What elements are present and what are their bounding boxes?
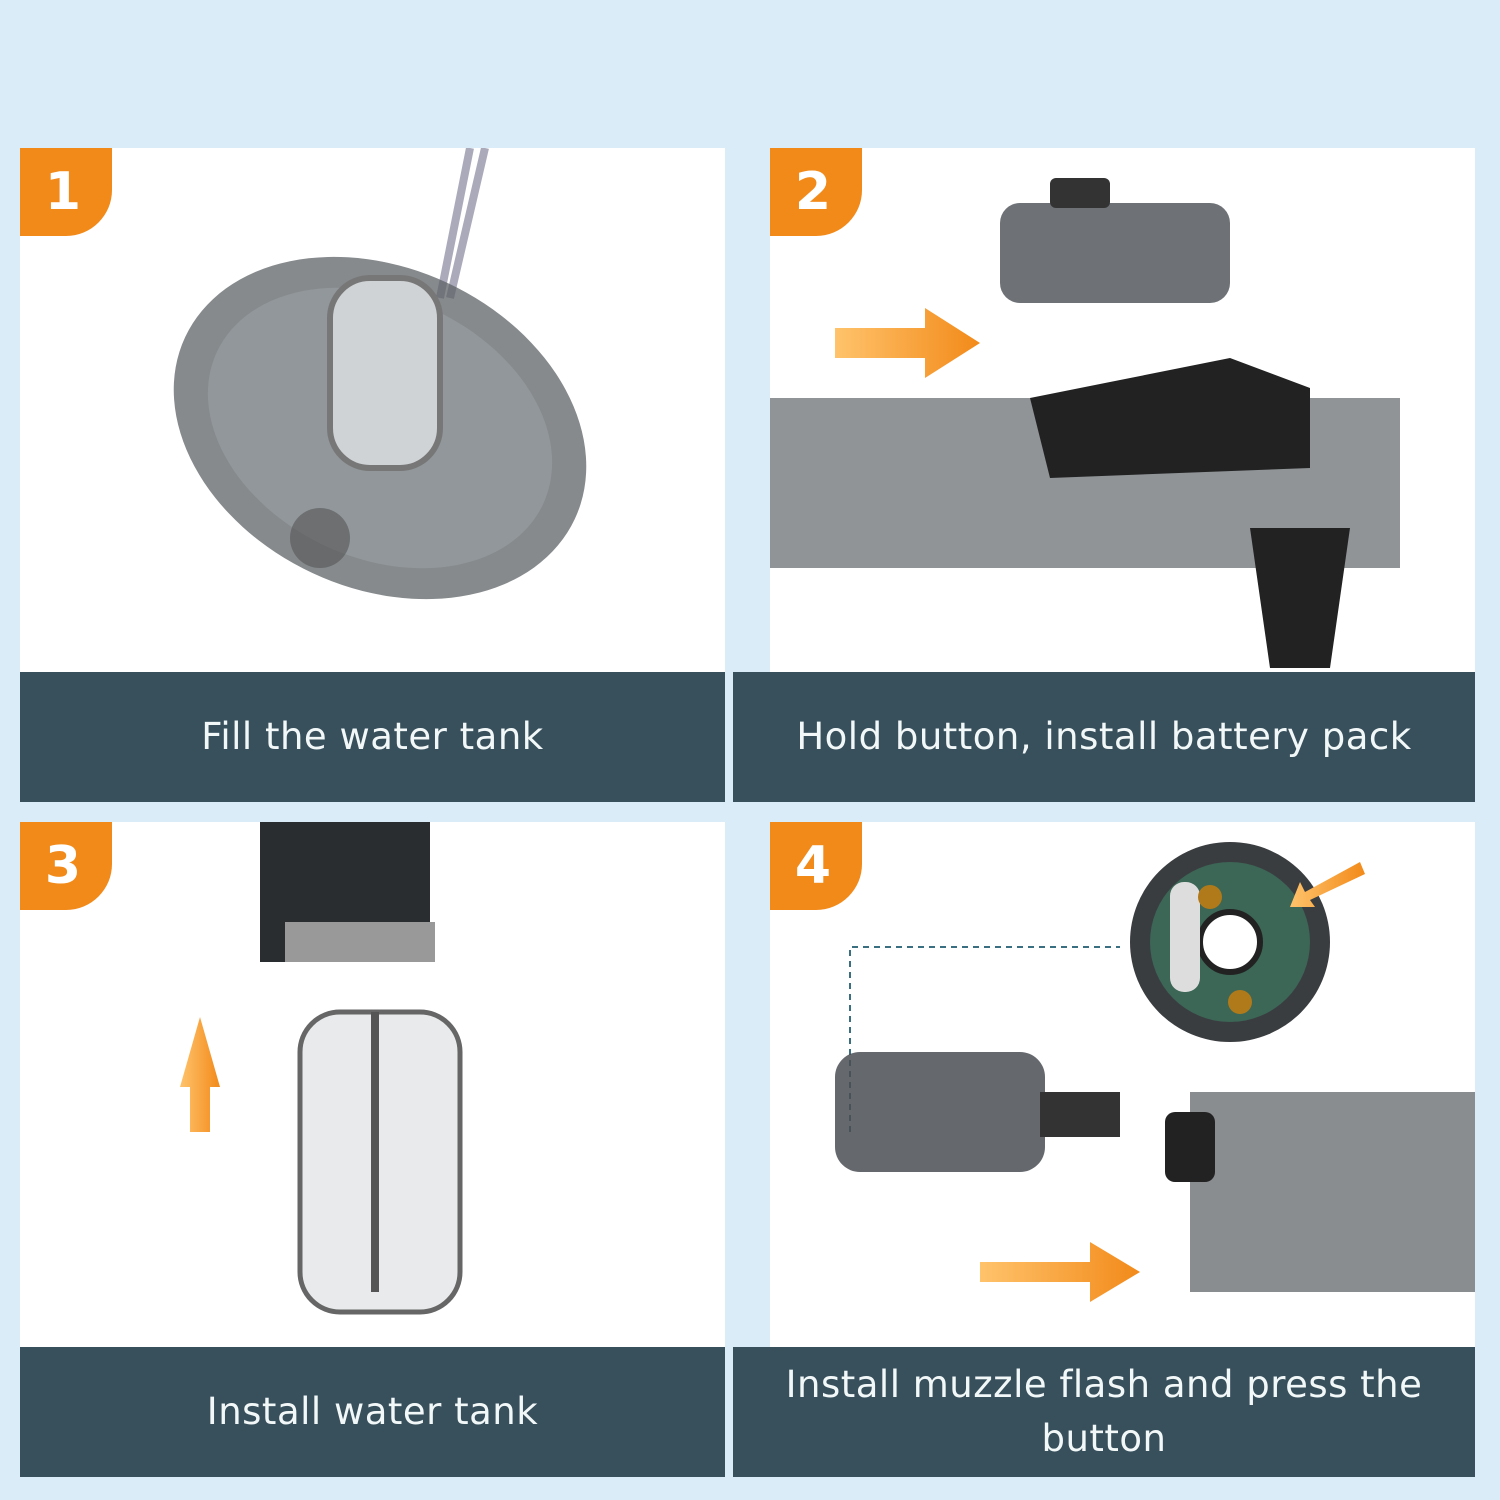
step-3-caption: Install water tank <box>20 1347 725 1477</box>
step-1-caption: Fill the water tank <box>20 672 725 802</box>
step-1-panel: 1 <box>20 148 725 673</box>
muzzle-flash-install-icon <box>835 842 1475 1302</box>
step-number-badge: 2 <box>770 148 862 236</box>
step-4-panel: 4 <box>770 822 1475 1347</box>
step-number-badge: 3 <box>20 822 112 910</box>
step-3-panel: 3 <box>20 822 725 1347</box>
step-4-caption: Install muzzle flash and press the butto… <box>733 1347 1475 1477</box>
gun-scope-battery-icon <box>770 178 1400 668</box>
step-number-badge: 4 <box>770 822 862 910</box>
step-2-panel: 2 <box>770 148 1475 673</box>
step-number-badge: 1 <box>20 148 112 236</box>
water-tank-filling-icon <box>173 148 587 600</box>
step-2-caption: Hold button, install battery pack <box>733 672 1475 802</box>
water-tank-install-icon <box>180 822 463 1315</box>
